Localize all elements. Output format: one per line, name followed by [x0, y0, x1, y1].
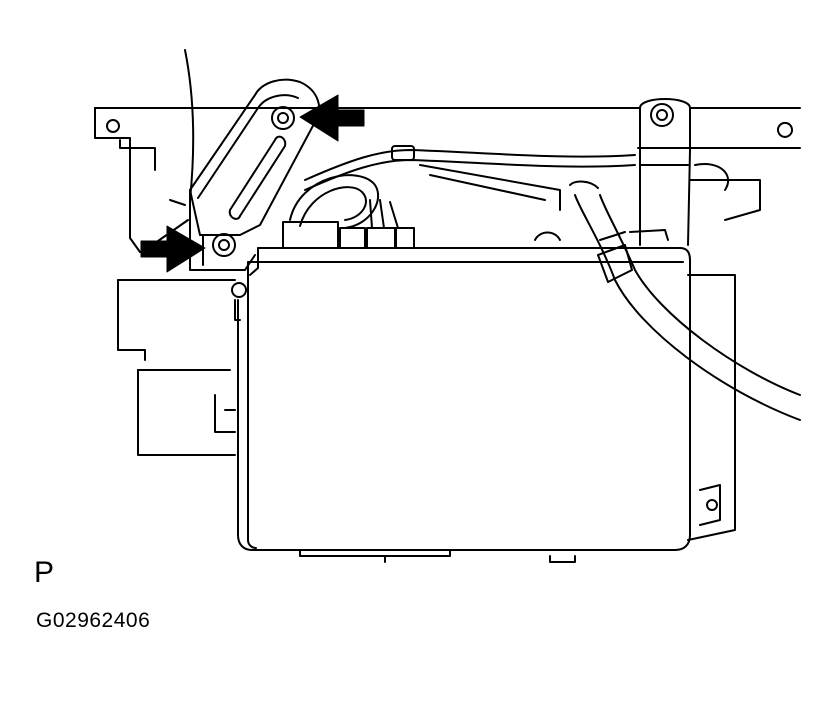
control-module	[231, 231, 691, 563]
wire-harness	[289, 145, 636, 229]
arrow-right-icon	[140, 225, 206, 273]
connectors	[282, 199, 415, 249]
lower-bolt	[212, 233, 236, 257]
figure-code: G02962406	[36, 609, 151, 632]
arrow-left-icon	[299, 94, 365, 142]
background-panel	[94, 107, 801, 541]
ground-strap	[637, 98, 691, 246]
body-pillar	[169, 49, 195, 206]
ground-cable	[569, 180, 801, 421]
upper-bolt	[271, 106, 295, 130]
view-letter: P	[34, 556, 55, 589]
